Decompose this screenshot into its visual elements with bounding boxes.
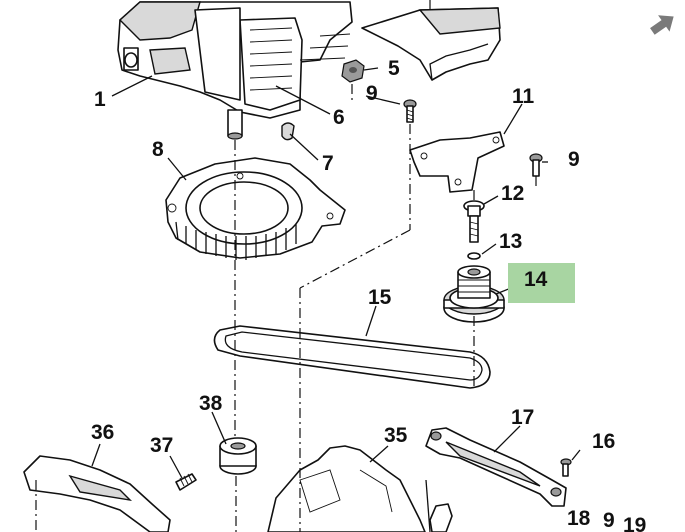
label-part-13: 13: [499, 230, 522, 253]
label-part-11: 11: [512, 85, 535, 108]
highlight-box-14: [508, 263, 575, 303]
label-part-38: 38: [199, 392, 223, 415]
label-part-5: 5: [388, 57, 400, 80]
label-part-9c: 9: [603, 509, 615, 532]
engine-assembly: [117, 1, 353, 140]
washer-part-13: [467, 252, 481, 260]
label-part-15: 15: [368, 286, 392, 309]
assembly-center-lines: [35, 84, 537, 532]
label-part-37: 37: [150, 434, 173, 457]
key-part-7: [281, 122, 295, 141]
bolt-part-12: [463, 200, 485, 243]
label-part-18: 18: [567, 507, 591, 530]
label-part-35: 35: [384, 424, 408, 447]
pulley-part-14: [443, 265, 505, 323]
label-part-7: 7: [322, 152, 334, 175]
bolt-part-9a: [403, 99, 417, 123]
cover-part-36: [23, 455, 171, 532]
part-labels: 1 5 6 7 8 9 9 9 11 12 13 14 15 16 17 18 …: [91, 57, 646, 532]
label-part-16: 16: [592, 430, 615, 453]
label-part-36: 36: [91, 421, 114, 444]
lower-right-parts: [425, 479, 453, 532]
label-part-17: 17: [511, 406, 534, 429]
belt-part-15: [213, 325, 491, 389]
arrow-back-icon[interactable]: [647, 8, 680, 39]
label-part-6: 6: [333, 106, 345, 129]
label-part-9a: 9: [366, 82, 378, 105]
housing-part-35: [267, 445, 426, 532]
spacer-part-38: [219, 437, 257, 475]
screw-part-37: [175, 473, 197, 491]
label-part-1: 1: [94, 88, 106, 111]
label-part-14: 14: [524, 268, 548, 291]
label-part-9b: 9: [568, 148, 580, 171]
fan-part-8: [165, 157, 346, 260]
upper-bracket: [361, 0, 501, 81]
screw-part-16: [560, 458, 572, 477]
nut-part-5: [341, 59, 365, 83]
bar-part-17: [425, 427, 567, 507]
bolt-part-9c: [529, 153, 543, 177]
label-part-8: 8: [152, 138, 164, 161]
plate-part-11: [409, 131, 505, 193]
label-part-19: 19: [623, 514, 646, 532]
leader-lines: [91, 67, 581, 479]
label-part-12: 12: [501, 182, 524, 205]
